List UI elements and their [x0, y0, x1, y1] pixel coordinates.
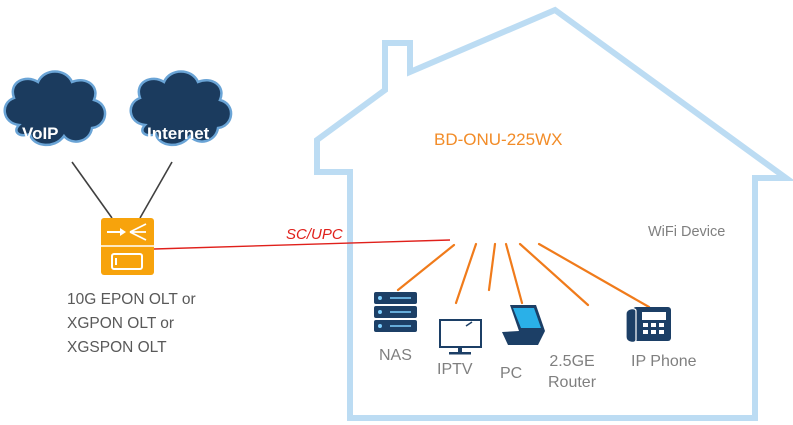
router-label-line: Router	[548, 374, 597, 391]
router-label: 2.5GE Router	[548, 351, 596, 393]
monitor-icon	[439, 319, 482, 355]
olt-label: 10G EPON OLT or XGPON OLT or XGSPON OLT	[67, 288, 196, 360]
olt-label-line: 10G EPON OLT or	[67, 291, 196, 308]
pc-label: PC	[500, 365, 523, 382]
house-outline	[314, 6, 793, 421]
internet-label: Internet	[147, 124, 210, 143]
onu-model-title: BD-ONU-225WX	[434, 130, 563, 149]
voip-label: VoIP	[22, 124, 59, 143]
cloud-icon	[129, 70, 233, 146]
nas-label: NAS	[379, 347, 412, 364]
voip-olt-link	[71, 161, 113, 219]
wifi-device-label: WiFi Device	[648, 224, 726, 240]
desk-phone-icon	[625, 307, 671, 343]
server-icon	[374, 292, 417, 332]
ip-phone-label: IP Phone	[631, 353, 697, 370]
olt-label-line: XGPON OLT or	[67, 315, 175, 332]
iptv-label: IPTV	[437, 361, 473, 378]
fiber-link	[153, 239, 451, 250]
internet-olt-link	[139, 161, 173, 219]
wifi-lines	[396, 242, 651, 309]
cloud-icon	[3, 70, 107, 146]
fiber-connector-label: SC/UPC	[286, 226, 343, 243]
olt-label-line: XGSPON OLT	[67, 339, 167, 356]
laptop-icon	[502, 305, 545, 345]
olt-switch-icon	[101, 218, 154, 275]
router-label-line: 2.5GE	[549, 353, 595, 370]
